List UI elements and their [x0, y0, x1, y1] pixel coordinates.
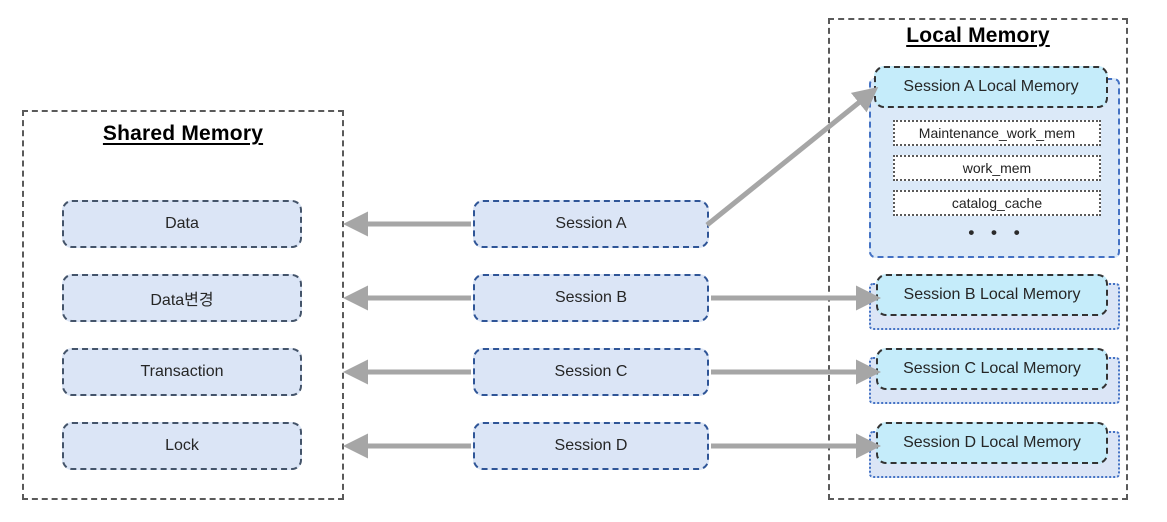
session-box-d[interactable]: Session D — [473, 422, 709, 470]
local-memory-region — [828, 18, 1128, 500]
session-box-b[interactable]: Session B — [473, 274, 709, 322]
local-memory-param-ellipsis: • • • — [968, 223, 1026, 242]
session-box-a[interactable]: Session A — [473, 200, 709, 248]
shared-memory-item-data[interactable]: Data — [62, 200, 302, 248]
local-memory-param-work-mem[interactable]: work_mem — [893, 155, 1101, 181]
shared-memory-title: Shared Memory — [102, 122, 264, 145]
local-memory-box-a[interactable]: Session A Local Memory — [874, 66, 1108, 108]
local-memory-param-maintenance-work-mem[interactable]: Maintenance_work_mem — [893, 120, 1101, 146]
local-memory-box-d[interactable]: Session D Local Memory — [876, 422, 1108, 464]
shared-memory-item-transaction[interactable]: Transaction — [62, 348, 302, 396]
shared-memory-region — [22, 110, 344, 500]
session-box-c[interactable]: Session C — [473, 348, 709, 396]
shared-memory-item-lock[interactable]: Lock — [62, 422, 302, 470]
shared-memory-item-data-change[interactable]: Data변경 — [62, 274, 302, 322]
local-memory-box-b[interactable]: Session B Local Memory — [876, 274, 1108, 316]
local-memory-title: Local Memory — [906, 24, 1050, 47]
local-memory-box-c[interactable]: Session C Local Memory — [876, 348, 1108, 390]
local-memory-param-catalog-cache[interactable]: catalog_cache — [893, 190, 1101, 216]
